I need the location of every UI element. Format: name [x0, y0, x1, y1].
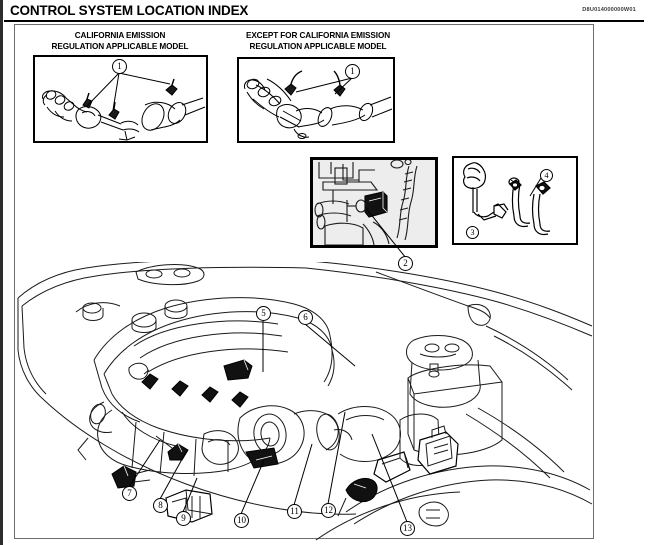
caption-line-2: REGULATION APPLICABLE MODEL — [249, 41, 387, 51]
callout-2-component[interactable]: 2 — [398, 256, 413, 271]
callout-12-connector[interactable]: 12 — [321, 503, 336, 518]
caption-line-1: EXCEPT FOR CALIFORNIA EMISSION — [245, 31, 391, 40]
document-code: D8U014000000W01 — [582, 7, 636, 13]
callout-9-connector[interactable]: 9 — [176, 511, 191, 526]
content-frame — [14, 24, 594, 539]
title-divider — [4, 20, 644, 22]
inset-except-california-figure — [237, 57, 395, 143]
caption-line-1: CALIFORNIA EMISSION — [74, 31, 166, 40]
engine-bay-drawing — [17, 262, 593, 541]
callout-10-throttle-body[interactable]: 10 — [234, 513, 249, 528]
page-spine-rule — [0, 0, 3, 545]
caption-california-emission: CALIFORNIA EMISSION REGULATION APPLICABL… — [40, 31, 200, 52]
callout-13-control-module[interactable]: 13 — [400, 521, 415, 536]
callout-4-pedal-sensor[interactable]: 4 — [540, 169, 553, 182]
page-title: CONTROL SYSTEM LOCATION INDEX — [10, 3, 249, 18]
callout-1-except-california[interactable]: 1 — [345, 64, 360, 79]
inset-engine-component-photo — [310, 157, 438, 248]
engine-component-photo-drawing — [313, 160, 435, 245]
caption-except-california-emission: EXCEPT FOR CALIFORNIA EMISSION REGULATIO… — [233, 31, 403, 52]
exhaust-manifold-drawing — [244, 70, 393, 139]
callout-3-pedal[interactable]: 3 — [466, 226, 479, 239]
engine-bay-illustration — [16, 262, 594, 542]
callout-11-sensor[interactable]: 11 — [287, 504, 302, 519]
callout-8-sensor[interactable]: 8 — [153, 498, 168, 513]
callout-7-sensor[interactable]: 7 — [122, 486, 137, 501]
caption-line-2: REGULATION APPLICABLE MODEL — [51, 41, 189, 51]
callout-5-camshaft-sensor[interactable]: 5 — [256, 306, 271, 321]
page-header: CONTROL SYSTEM LOCATION INDEX D8U0140000… — [0, 0, 650, 22]
callout-1-california[interactable]: 1 — [112, 59, 127, 74]
callout-6-component[interactable]: 6 — [298, 310, 313, 325]
